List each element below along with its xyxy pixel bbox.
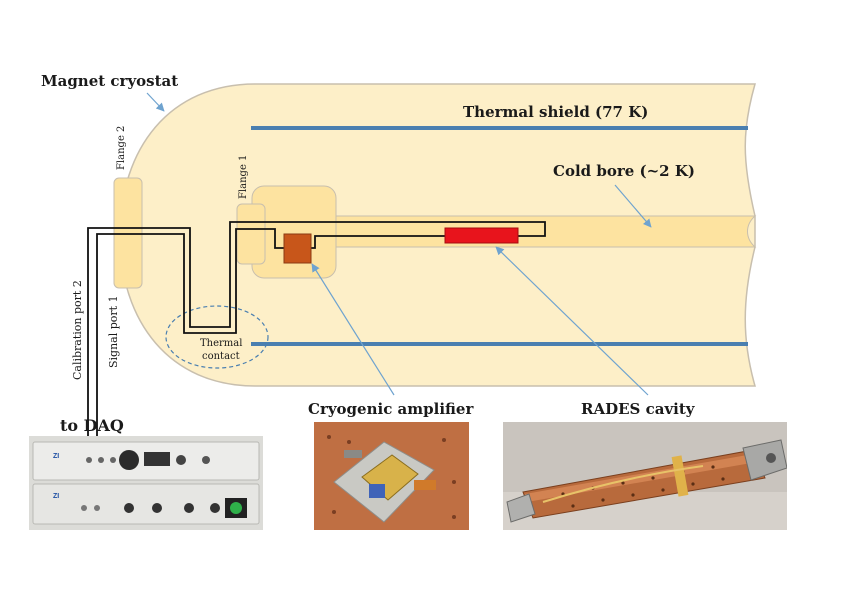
arrow-rades-cavity bbox=[495, 246, 649, 396]
cable-signal-port-1 bbox=[96, 228, 284, 438]
svg-text:ZI: ZI bbox=[53, 493, 59, 500]
amplifier-block bbox=[283, 233, 312, 264]
flange-2 bbox=[113, 177, 143, 289]
label-signal-port-1: Signal port 1 bbox=[107, 295, 120, 368]
thermal-contact-zone bbox=[165, 305, 269, 369]
cable-amplifier-to-cavity bbox=[311, 235, 445, 249]
arrow-cryogenic-amplifier bbox=[311, 263, 395, 396]
label-flange-2: Flange 2 bbox=[116, 126, 127, 170]
label-thermal-contact-2: contact bbox=[202, 351, 240, 362]
label-to-daq: to DAQ bbox=[60, 416, 124, 435]
label-cold-bore: Cold bore (~2 K) bbox=[553, 162, 695, 180]
label-rades-cavity: RADES cavity bbox=[581, 400, 696, 418]
label-calibration-port-2: Calibration port 2 bbox=[71, 280, 84, 380]
label-thermal-contact-1: Thermal bbox=[200, 338, 242, 349]
svg-text:ZI: ZI bbox=[53, 453, 59, 460]
arrow-magnet-cryostat bbox=[146, 92, 165, 112]
flange-1 bbox=[236, 203, 266, 265]
label-thermal-shield: Thermal shield (77 K) bbox=[463, 103, 648, 121]
daq-photo: ZI ZI bbox=[29, 436, 263, 530]
arrow-cold-bore bbox=[614, 184, 652, 228]
cable-calibration-port-2 bbox=[87, 221, 546, 438]
label-magnet-cryostat: Magnet cryostat bbox=[41, 72, 178, 90]
cavity-block bbox=[444, 227, 519, 244]
rades-cavity-photo bbox=[503, 422, 787, 530]
label-cryogenic-amplifier: Cryogenic amplifier bbox=[308, 400, 474, 418]
label-flange-1: Flange 1 bbox=[238, 155, 249, 199]
cryogenic-amplifier-photo bbox=[314, 422, 469, 530]
